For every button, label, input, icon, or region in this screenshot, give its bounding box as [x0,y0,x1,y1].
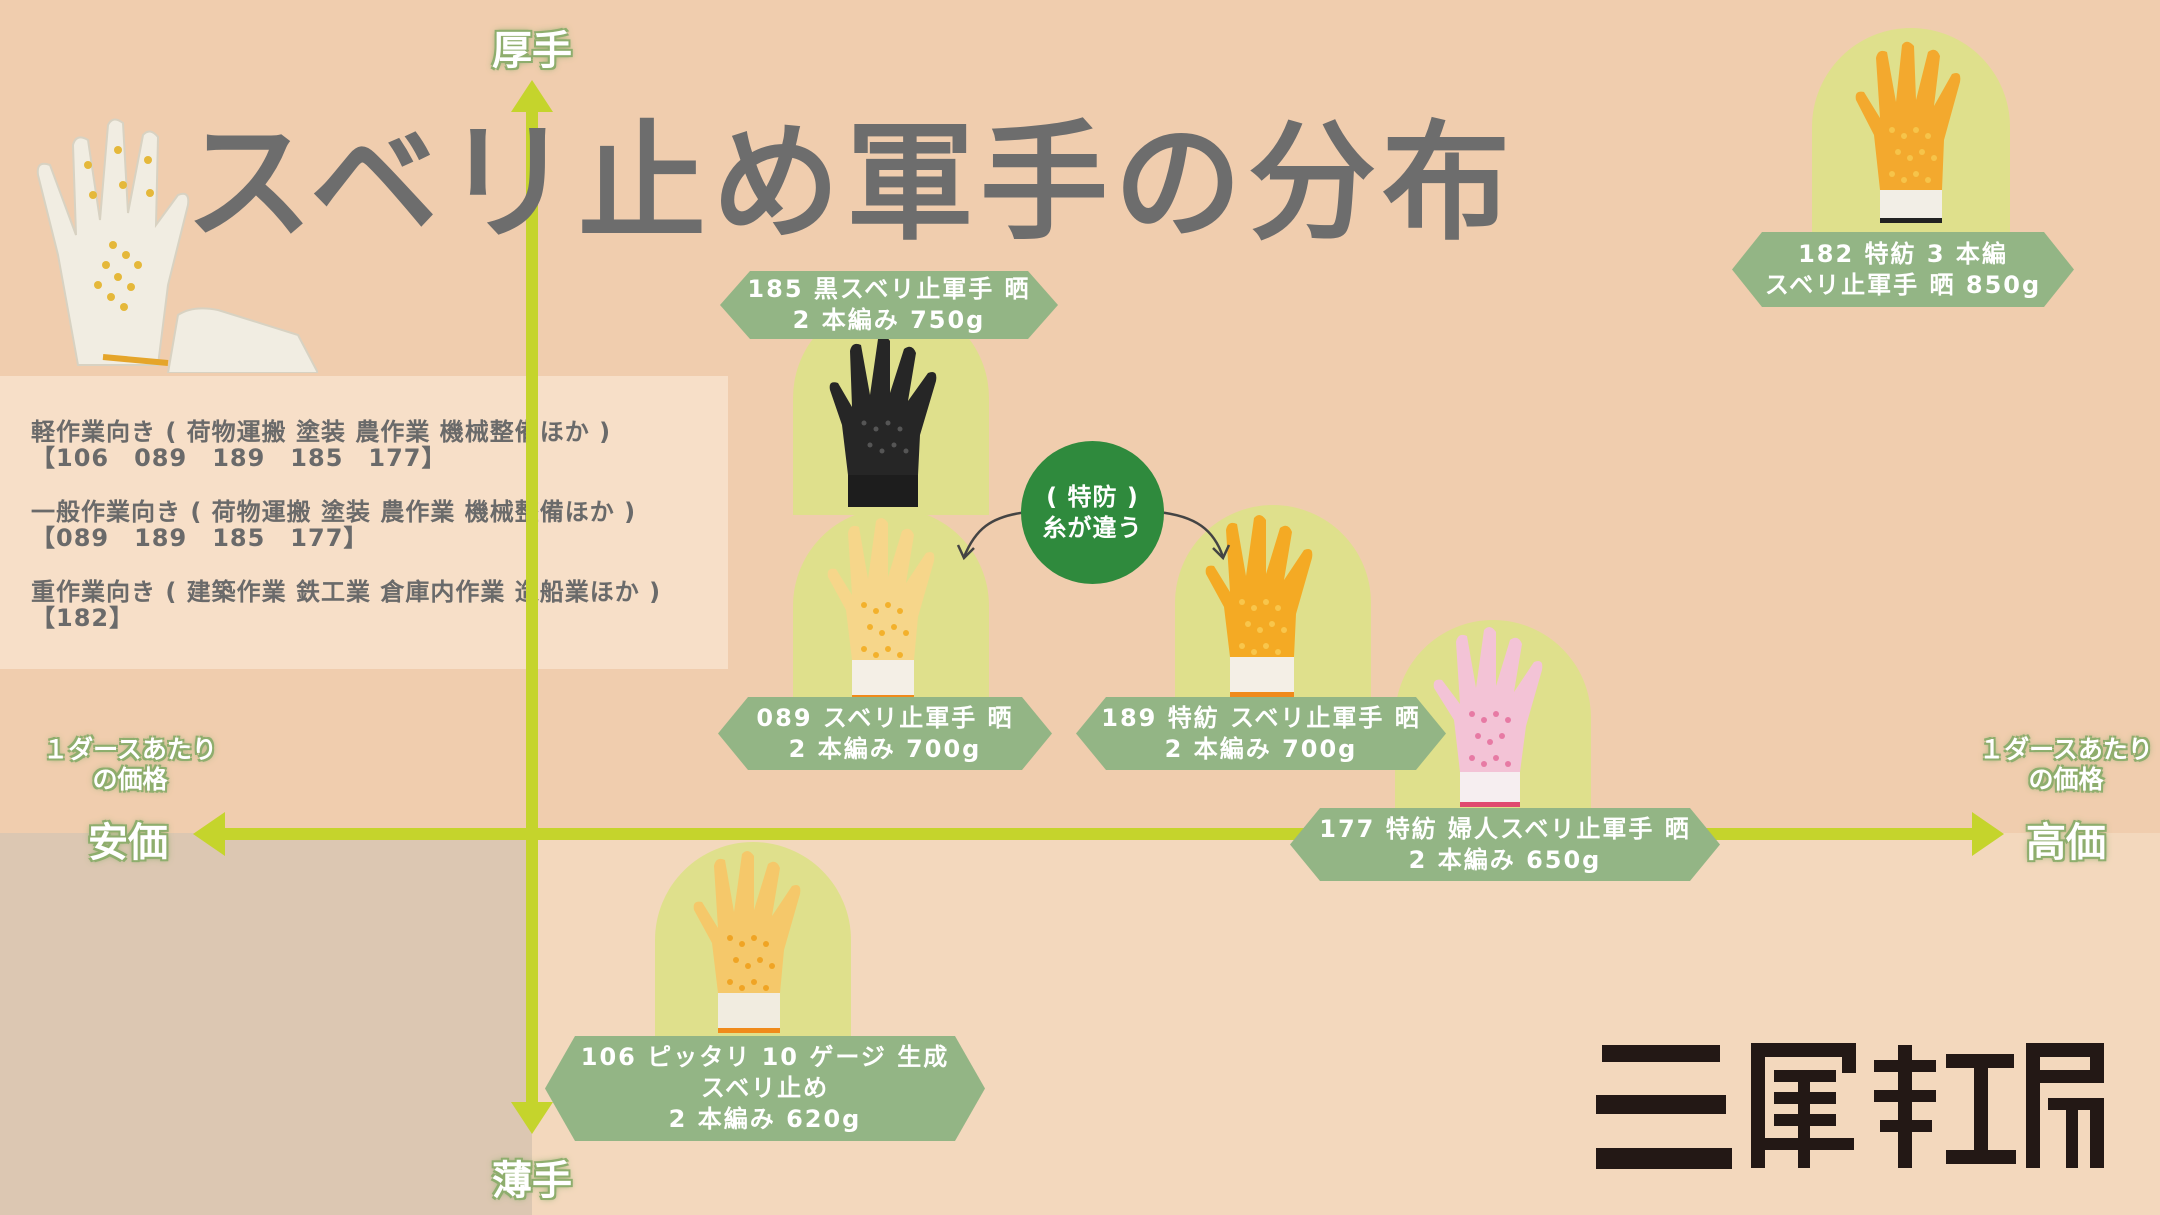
badge-line1: ( 特防 ) [1046,482,1139,511]
product-177-spec: 2 本編み 650g [1408,845,1602,874]
axis-sublabel-left: １ダースあたり の価格 [40,735,220,795]
product-tag-185: 185 黒スベリ止軍手 晒 2 本編み 750g [720,271,1058,339]
axis-label-thick: 厚手 [492,28,572,74]
info-light-work: 軽作業向き ( 荷物運搬 塗装 農作業 機械整備ほか ) [31,418,612,446]
glove-106-image [693,850,801,1033]
product-tag-177: 177 特紡 婦人スベリ止軍手 晒 2 本編み 650g [1290,808,1720,881]
product-189-name: 189 特紡 スベリ止軍手 晒 [1101,703,1421,732]
info-heavy-work: 重作業向き ( 建築作業 鉄工業 倉庫内作業 造船業ほか ) [31,578,662,606]
axis-label-expensive: 高価 [2026,820,2106,866]
axis-sublabel-right-line1: １ダースあたり [1979,735,2153,764]
product-189-spec: 2 本編み 700g [1164,734,1358,763]
glove-182-image [1855,41,1961,223]
product-tag-106: 106 ピッタリ 10 ゲージ 生成 スベリ止め 2 本編み 620g [545,1036,985,1141]
badge-line2: 糸が違う [1042,513,1143,542]
product-tag-189: 189 特紡 スベリ止軍手 晒 2 本編み 700g [1076,697,1446,770]
background-corner-panel [0,833,532,1215]
info-general-work-codes: 【089 189 185 177】 [31,524,369,552]
product-tag-182: 182 特紡 3 本編 スベリ止軍手 晒 850g [1732,232,2074,307]
product-089-name: 089 スベリ止軍手 晒 [756,703,1014,732]
glove-177-image [1433,626,1543,807]
axis-sublabel-right: １ダースあたり の価格 [1976,735,2156,795]
axis-label-cheap: 安価 [88,820,168,866]
product-106-spec: 2 本編み 620g [668,1105,862,1133]
brand-logo [1596,1043,2104,1169]
product-182-spec: スベリ止軍手 晒 850g [1764,270,2042,299]
axis-label-thin: 薄手 [492,1158,572,1204]
product-185-name: 185 黒スベリ止軍手 晒 [747,275,1031,303]
product-185-spec: 2 本編み 750g [792,306,986,334]
product-089-spec: 2 本編み 700g [788,734,982,763]
axis-sublabel-left-line2: の価格 [92,765,168,794]
page-title: スベリ止め軍手の分布 [185,109,1517,258]
hero-glove-image [36,118,318,373]
usage-info-box: 軽作業向き ( 荷物運搬 塗装 農作業 機械整備ほか ) 【106 089 18… [0,376,728,669]
axis-sublabel-left-line1: １ダースあたり [43,735,217,764]
glove-185-image [829,335,937,507]
axis-sublabel-right-line2: の価格 [2028,765,2104,794]
product-106-name: 106 ピッタリ 10 ゲージ 生成 [580,1043,950,1071]
special-yarn-badge: ( 特防 ) 糸が違う [1021,441,1164,584]
glove-189-image [1205,514,1313,697]
info-heavy-work-codes: 【182】 [31,604,135,632]
product-177-name: 177 特紡 婦人スベリ止軍手 晒 [1319,814,1691,843]
product-106-note: スベリ止め [700,1074,830,1102]
product-182-name: 182 特紡 3 本編 [1798,239,2008,268]
glove-089-image [827,517,935,700]
product-tag-089: 089 スベリ止軍手 晒 2 本編み 700g [718,697,1052,770]
info-light-work-codes: 【106 089 189 185 177】 [31,444,447,472]
